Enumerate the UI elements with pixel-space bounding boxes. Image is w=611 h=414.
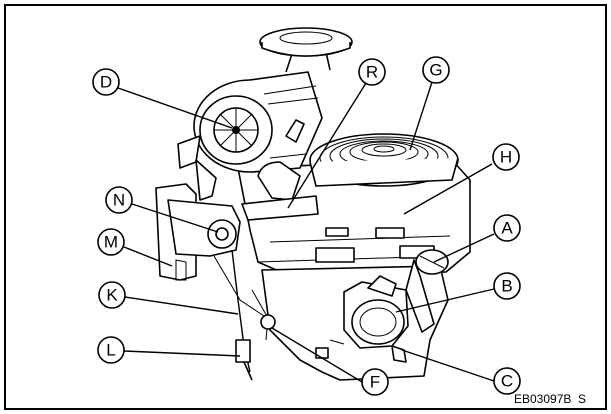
engine-illustration: [155, 27, 471, 381]
callout-F: F: [361, 368, 389, 396]
callout-label: A: [501, 219, 513, 238]
figure-frame: [4, 4, 607, 410]
callout-label: G: [429, 61, 442, 80]
callout-G: G: [422, 56, 450, 84]
callout-label: R: [366, 63, 378, 82]
callout-R: R: [358, 58, 386, 86]
callout-label: B: [501, 277, 512, 296]
callout-label: H: [500, 148, 512, 167]
callout-L: L: [97, 336, 125, 364]
figure-code: EB03097B S: [514, 392, 586, 406]
leader-lines: [117, 81, 495, 383]
callout-label: F: [370, 373, 380, 392]
callout-label: N: [113, 191, 125, 210]
callout-D: D: [92, 68, 120, 96]
callout-label: K: [106, 286, 118, 305]
callout-A: A: [493, 214, 521, 242]
callout-label: M: [104, 233, 118, 252]
callout-label: L: [106, 341, 115, 360]
callout-C: C: [493, 367, 521, 395]
callout-K: K: [98, 281, 126, 309]
callout-H: H: [492, 143, 520, 171]
callout-label: D: [100, 73, 112, 92]
callout-B: B: [493, 272, 521, 300]
callout-label: C: [501, 372, 513, 391]
callout-N: N: [105, 186, 133, 214]
callout-M: M: [97, 228, 125, 256]
